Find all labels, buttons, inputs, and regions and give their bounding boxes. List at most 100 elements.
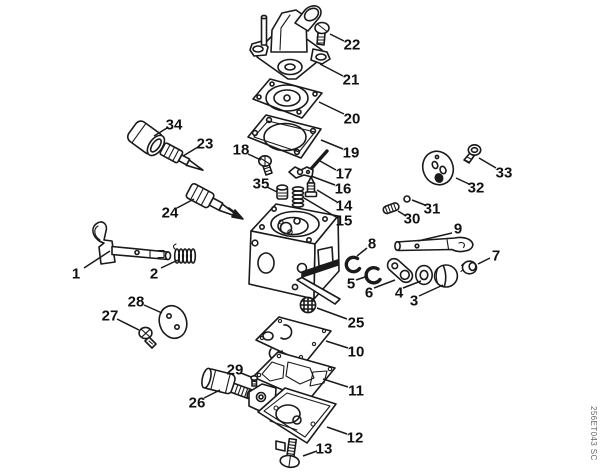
callout-label-5: 5 (347, 276, 355, 293)
leader-line-25-inlet-screen (316, 307, 348, 320)
callout-label-6: 6 (365, 285, 373, 302)
leader-line-20-pump-diaphragm (318, 101, 345, 115)
leader-line-19-gasket (320, 139, 344, 150)
callout-label-20: 20 (344, 111, 361, 128)
part-2-spring-icon (172, 243, 197, 264)
part-5-clip-icon (364, 265, 382, 285)
part-18-screw-icon (257, 155, 273, 176)
callout-label-9: 9 (454, 221, 462, 238)
part-16-control-lever-icon (288, 166, 314, 179)
leader-line-6-lever (373, 279, 396, 289)
leader-line-34-cap (153, 127, 168, 137)
callout-label-11: 11 (348, 383, 364, 400)
callout-label-30: 30 (404, 211, 421, 228)
callout-label-27: 27 (102, 308, 119, 325)
leader-line-28-disc (143, 304, 163, 314)
callout-label-23: 23 (197, 136, 214, 153)
callout-label-3: 3 (410, 293, 418, 310)
leader-line-22-screw (329, 33, 345, 42)
part-4-washer-icon (414, 264, 433, 286)
callout-label-33: 33 (496, 165, 513, 182)
drawing-number: 256ET043 SC (589, 406, 598, 461)
leader-line-32-cover-disc (455, 177, 470, 185)
part-14-inlet-needle-icon (304, 176, 318, 198)
leader-line-15-spring (303, 197, 337, 218)
leader-line-18-screw (247, 153, 262, 161)
part-29-screw-icon (250, 374, 259, 387)
callout-label-21: 21 (343, 72, 360, 89)
part-24-adjusting-screw-icon (185, 182, 242, 219)
leader-line-29-screw (240, 372, 252, 378)
callout-label-13: 13 (316, 441, 333, 458)
leader-line-11-gasket (322, 378, 349, 388)
callout-label-24: 24 (162, 205, 179, 222)
leader-line-26-elbow-connector (203, 389, 221, 399)
part-15-spring-icon (291, 186, 305, 208)
callout-label-31: 31 (424, 201, 441, 218)
part-3-knob-icon (433, 264, 459, 288)
leader-line-9-choke-shaft (417, 232, 453, 242)
part-23-adjusting-screw-icon (159, 142, 204, 172)
callout-label-16: 16 (335, 181, 352, 198)
callout-label-34: 34 (166, 117, 183, 134)
part-32-cover-disc-icon (421, 150, 455, 186)
leader-line-33-screw (478, 157, 497, 169)
leader-line-7-nut (477, 257, 491, 265)
part-35-plug-icon (276, 184, 289, 200)
leader-line-27-screw (116, 318, 140, 331)
leader-line-23-adjusting-screw (182, 146, 199, 157)
callout-label-10: 10 (348, 344, 365, 361)
part-6-lever-icon (386, 257, 414, 284)
part-22-screw-icon (314, 21, 330, 46)
leader-line-4-washer (402, 280, 422, 289)
callout-label-28: 28 (128, 294, 145, 311)
leader-line-17-pin (319, 160, 337, 171)
callout-label-22: 22 (344, 37, 361, 54)
callout-label-7: 7 (492, 248, 500, 265)
callout-label-29: 29 (227, 362, 244, 379)
callout-label-18: 18 (233, 142, 250, 159)
callout-label-26: 26 (189, 395, 206, 412)
leader-line-21-pump-cover (319, 63, 344, 77)
leader-line-30-spring (397, 210, 407, 217)
parts-artwork (92, 5, 482, 469)
carburetor-body-icon (248, 203, 341, 305)
callout-label-1: 1 (72, 266, 80, 283)
callout-label-17: 17 (336, 166, 353, 183)
part-19-gasket-icon (247, 114, 322, 159)
part-1-throttle-shaft-icon (92, 221, 172, 265)
leader-line-2-spring (160, 259, 179, 269)
leader-line-5-retaining-clip (355, 275, 369, 281)
part-28-disc-icon (158, 304, 188, 340)
part-25-inlet-screen-icon (299, 296, 317, 314)
callout-label-19: 19 (343, 145, 360, 162)
part-27-screw-icon (138, 326, 157, 349)
callout-label-35: 35 (253, 176, 270, 193)
callout-label-15: 15 (336, 213, 353, 230)
part-13-screw-icon (279, 437, 300, 469)
part-17-pin-icon (309, 149, 329, 171)
leader-line-8-retaining-clip (356, 247, 368, 257)
leader-line-3-knob (418, 284, 444, 297)
leader-line-1-throttle-shaft (83, 250, 111, 269)
part-31-ball-icon (403, 195, 411, 203)
part-33-screw-icon (463, 144, 482, 164)
part-12-end-cover-icon (248, 383, 337, 452)
part-9-choke-shaft-icon (394, 236, 474, 253)
part-21-pump-cover-icon (249, 5, 331, 80)
callout-label-2: 2 (150, 266, 158, 283)
callout-label-8: 8 (368, 236, 376, 253)
leader-line-35-plug (266, 186, 278, 193)
part-8-clip-icon (344, 255, 362, 274)
leader-line-14-inlet-needle (316, 189, 338, 203)
leader-line-13-screw (302, 450, 318, 457)
part-34-cap-icon (126, 120, 166, 157)
callout-label-32: 32 (468, 180, 485, 197)
callout-label-25: 25 (348, 315, 365, 332)
leader-line-12-end-cover (326, 426, 348, 435)
part-7-nut-icon (460, 260, 478, 275)
callout-label-14: 14 (336, 198, 353, 215)
